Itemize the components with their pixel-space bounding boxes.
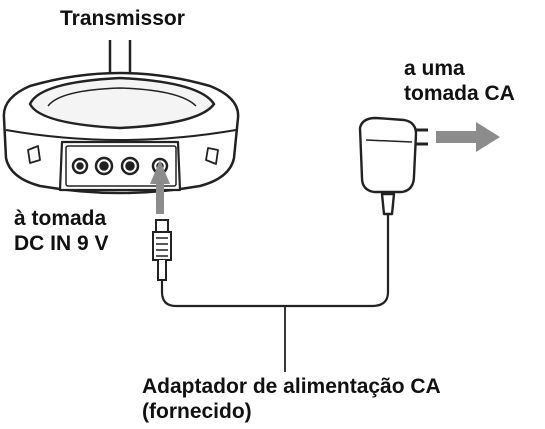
dc-in-arrow — [150, 160, 170, 214]
transmitter-back-panel — [58, 140, 182, 192]
outlet-label-line1: a uma — [404, 57, 465, 80]
dc-in-label: à tomada DC IN 9 V — [14, 206, 109, 256]
dc-in-label-line2: DC IN 9 V — [14, 232, 109, 255]
adapter-label-line1: Adaptador de alimentação CA — [142, 375, 441, 398]
outlet-label: a uma tomada CA — [404, 56, 515, 106]
ac-adapter — [358, 116, 428, 216]
outlet-label-line2: tomada CA — [404, 82, 515, 105]
transmitter-label: Transmissor — [60, 6, 185, 31]
adapter-prongs — [416, 128, 428, 146]
adapter-label: Adaptador de alimentação CA (fornecido) — [142, 374, 441, 424]
adapter-label-line2: (fornecido) — [142, 400, 252, 423]
dc-in-label-line1: à tomada — [14, 207, 107, 230]
outlet-arrow — [436, 122, 500, 152]
transmitter-label-text: Transmissor — [60, 7, 185, 30]
adapter-body — [358, 116, 418, 194]
transmitter-dome — [28, 76, 216, 130]
transmitter-unit — [2, 40, 240, 195]
dc-plug — [152, 219, 172, 281]
adapter-cable — [160, 214, 390, 308]
